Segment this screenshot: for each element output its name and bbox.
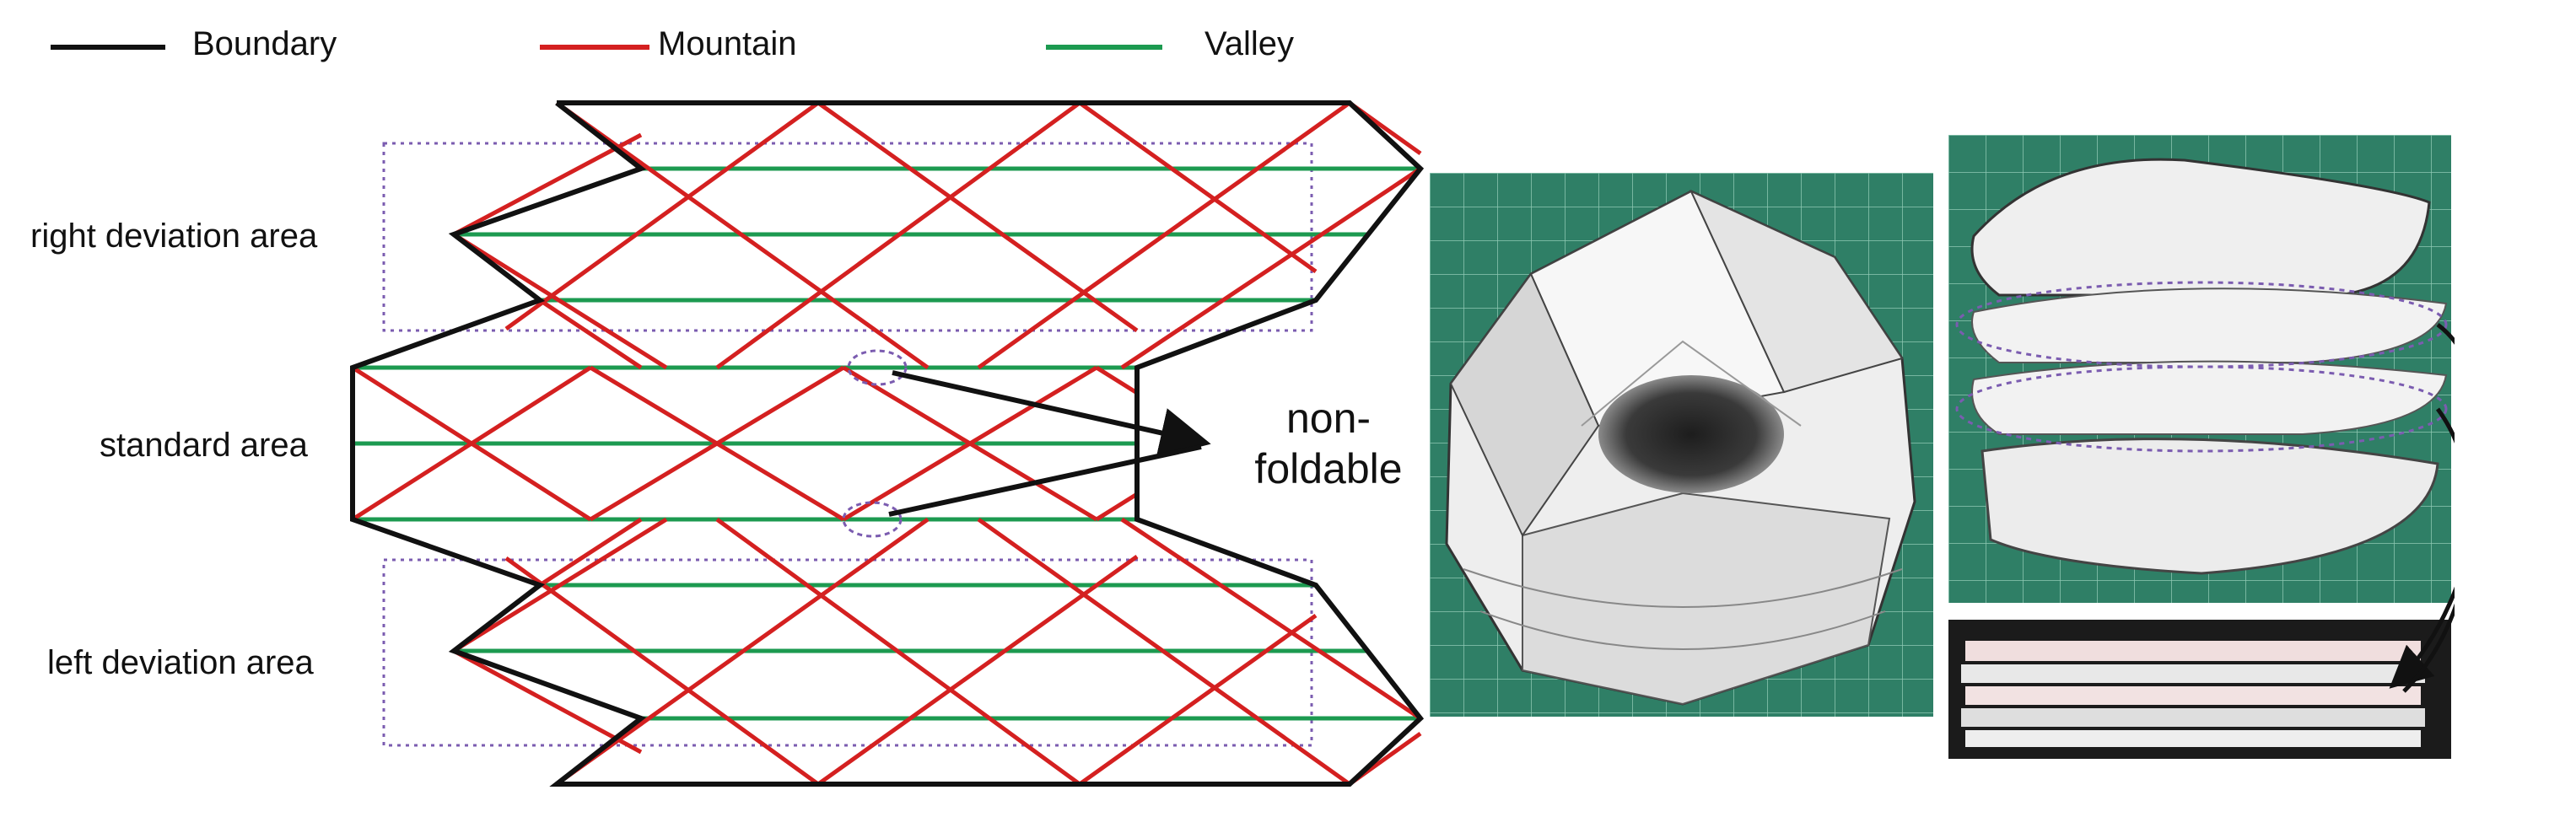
standard-area-label: standard area bbox=[100, 427, 308, 465]
origami-tube-photo bbox=[1430, 173, 1933, 717]
left-deviation-area-label: left deviation area bbox=[47, 644, 314, 682]
non-foldable-label: non- foldable bbox=[1227, 393, 1430, 494]
legend-valley-label: Valley bbox=[1204, 25, 1294, 63]
origami-side-photo bbox=[1948, 135, 2455, 759]
non-foldable-line1: non- bbox=[1227, 393, 1430, 443]
crease-pattern-diagram bbox=[0, 0, 1434, 817]
legend-mountain-label: Mountain bbox=[658, 25, 797, 63]
legend-boundary-label: Boundary bbox=[192, 25, 337, 63]
right-deviation-area-label: right deviation area bbox=[30, 218, 317, 255]
non-foldable-arrow-lower bbox=[889, 447, 1201, 514]
non-foldable-arrow-upper bbox=[892, 373, 1201, 442]
non-foldable-line2: foldable bbox=[1227, 443, 1430, 494]
